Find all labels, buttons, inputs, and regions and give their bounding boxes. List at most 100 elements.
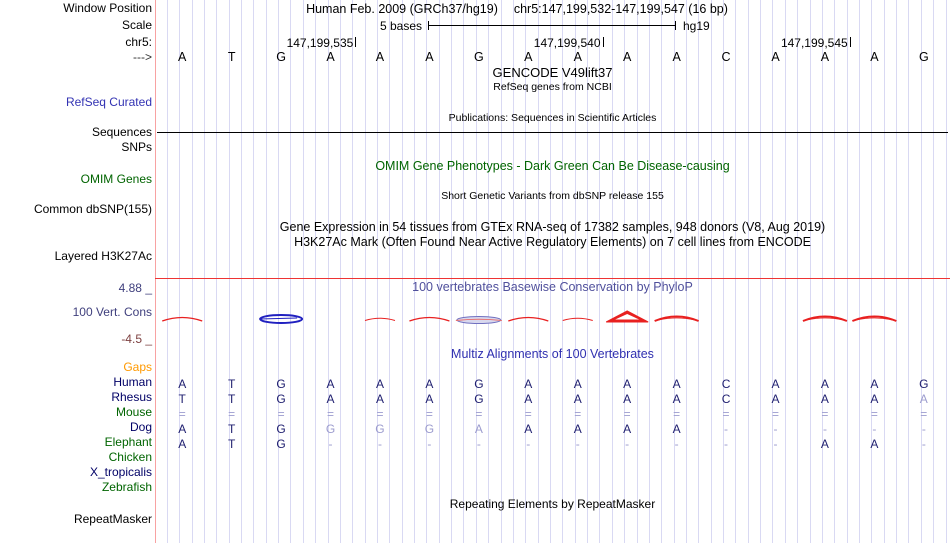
alignment-cell-mouse: = xyxy=(920,407,928,421)
alignment-cell-dog: - xyxy=(921,422,926,436)
track-label-scale[interactable]: Scale xyxy=(121,18,152,32)
base-letter: A xyxy=(771,50,780,64)
track-title-omim-title: OMIM Gene Phenotypes - Dark Green Can Be… xyxy=(375,159,730,173)
alignment-cell-human: A xyxy=(623,377,632,391)
track-label-x-tropicalis[interactable]: X_tropicalis xyxy=(89,465,152,479)
alignment-cell-elephant: - xyxy=(921,437,926,451)
assembly-short-label: hg19 xyxy=(683,19,710,33)
alignment-cell-mouse: = xyxy=(623,407,631,421)
gridline xyxy=(265,0,267,543)
track-label-zebrafish[interactable]: Zebrafish xyxy=(101,480,152,494)
gridline xyxy=(438,0,440,543)
gridline xyxy=(760,0,762,543)
track-label-snps[interactable]: SNPs xyxy=(121,140,152,154)
gridline xyxy=(908,0,910,543)
gridline xyxy=(228,0,230,543)
alignment-cell-mouse: = xyxy=(574,407,582,421)
track-title-dbsnp-title: Short Genetic Variants from dbSNP releas… xyxy=(441,190,664,202)
scale-bar-line xyxy=(429,25,675,26)
alignment-cell-elephant: - xyxy=(625,437,630,451)
base-letter: A xyxy=(623,50,632,64)
gridline xyxy=(896,0,897,543)
gridline xyxy=(550,0,551,543)
base-letter: A xyxy=(178,50,187,64)
gridline xyxy=(203,0,205,543)
track-label-elephant[interactable]: Elephant xyxy=(104,435,152,449)
track-label-phylop-min[interactable]: -4.5 _ xyxy=(121,332,152,346)
gridline xyxy=(698,0,700,543)
alignment-cell-mouse: = xyxy=(327,407,335,421)
alignment-cell-human: A xyxy=(178,377,187,391)
track-label-chicken[interactable]: Chicken xyxy=(108,450,152,464)
track-label-mouse[interactable]: Mouse xyxy=(115,405,152,419)
alignment-cell-dog: T xyxy=(227,422,236,436)
alignment-cell-dog: A xyxy=(178,422,187,436)
gridline xyxy=(562,0,564,543)
alignment-cell-dog: G xyxy=(424,422,435,436)
gridline xyxy=(859,0,860,543)
gridline xyxy=(475,0,477,543)
gridline xyxy=(685,0,687,543)
alignment-cell-human: A xyxy=(573,377,582,391)
alignment-cell-human: G xyxy=(276,377,286,391)
alignment-cell-elephant: G xyxy=(276,437,286,451)
alignment-cell-human: A xyxy=(771,377,780,391)
position-range: chr5:147,199,532-147,199,547 (16 bp) xyxy=(513,2,728,16)
ruler-tick xyxy=(849,37,851,47)
track-label-refseq-curated[interactable]: RefSeq Curated xyxy=(65,95,152,109)
base-letter: A xyxy=(573,50,582,64)
gridline xyxy=(451,0,453,543)
gridline xyxy=(574,0,576,543)
track-title-phylop-title: 100 vertebrates Basewise Conservation by… xyxy=(412,280,693,294)
track-label-vert-cons[interactable]: 100 Vert. Cons xyxy=(72,305,152,319)
gridline xyxy=(821,0,823,543)
track-label-chrom[interactable]: chr5: xyxy=(125,35,152,49)
ruler-tick xyxy=(355,37,357,47)
phylop-top-line xyxy=(155,278,950,279)
track-label-common-dbsnp[interactable]: Common dbSNP(155) xyxy=(33,202,152,216)
track-label-dog[interactable]: Dog xyxy=(129,420,152,434)
alignment-cell-human: G xyxy=(474,377,484,391)
track-label-layered-h3k27ac[interactable]: Layered H3K27Ac xyxy=(54,249,152,263)
gridline xyxy=(500,0,502,543)
track-label-phylop-max[interactable]: 4.88 _ xyxy=(118,281,152,295)
alignment-cell-mouse: = xyxy=(178,407,186,421)
alignment-cell-rhesus: A xyxy=(524,392,533,406)
alignment-cell-rhesus: A xyxy=(870,392,879,406)
track-label-window-position[interactable]: Window Position xyxy=(63,1,152,15)
alignment-cell-human: A xyxy=(375,377,384,391)
track-label-sequences[interactable]: Sequences xyxy=(91,125,152,139)
gridline xyxy=(772,0,774,543)
track-label-rhesus[interactable]: Rhesus xyxy=(111,390,152,404)
track-title-multiz-title: Multiz Alignments of 100 Vertebrates xyxy=(451,347,654,361)
gridline xyxy=(327,0,329,543)
window-position-title: Human Feb. 2009 (GRCh37/hg19)chr5:147,19… xyxy=(306,2,728,16)
alignment-cell-elephant: A xyxy=(870,437,879,451)
gridline xyxy=(426,0,428,543)
phylop-mark-base-9 xyxy=(562,317,593,321)
alignment-cell-rhesus: G xyxy=(474,392,484,406)
alignment-cell-mouse: = xyxy=(771,407,779,421)
alignment-cell-elephant: T xyxy=(227,437,236,451)
base-letter: A xyxy=(870,50,879,64)
window-left-guide-line xyxy=(155,0,156,543)
track-label-omim-genes[interactable]: OMIM Genes xyxy=(80,172,152,186)
alignment-cell-rhesus: A xyxy=(672,392,681,406)
track-label-repeatmasker[interactable]: RepeatMasker xyxy=(73,512,152,526)
gridline xyxy=(290,0,292,543)
track-label-human[interactable]: Human xyxy=(113,375,152,389)
gridline xyxy=(710,0,712,543)
track-label-gaps[interactable]: Gaps xyxy=(123,360,152,374)
track-title-gtex-title: Gene Expression in 54 tissues from GTEx … xyxy=(279,220,826,234)
alignment-cell-elephant: - xyxy=(377,437,382,451)
gridline xyxy=(784,0,786,543)
base-letter: A xyxy=(820,50,830,64)
alignment-cell-dog: A xyxy=(573,422,582,436)
gridline xyxy=(278,0,279,543)
gridline xyxy=(834,0,836,543)
track-label-strand-arrow[interactable]: ---> xyxy=(133,50,152,64)
alignment-cell-mouse: = xyxy=(425,407,433,421)
alignment-cell-human: A xyxy=(820,377,829,391)
track-title-refseq-subtitle: RefSeq genes from NCBI xyxy=(493,81,612,93)
gridline xyxy=(463,0,465,543)
